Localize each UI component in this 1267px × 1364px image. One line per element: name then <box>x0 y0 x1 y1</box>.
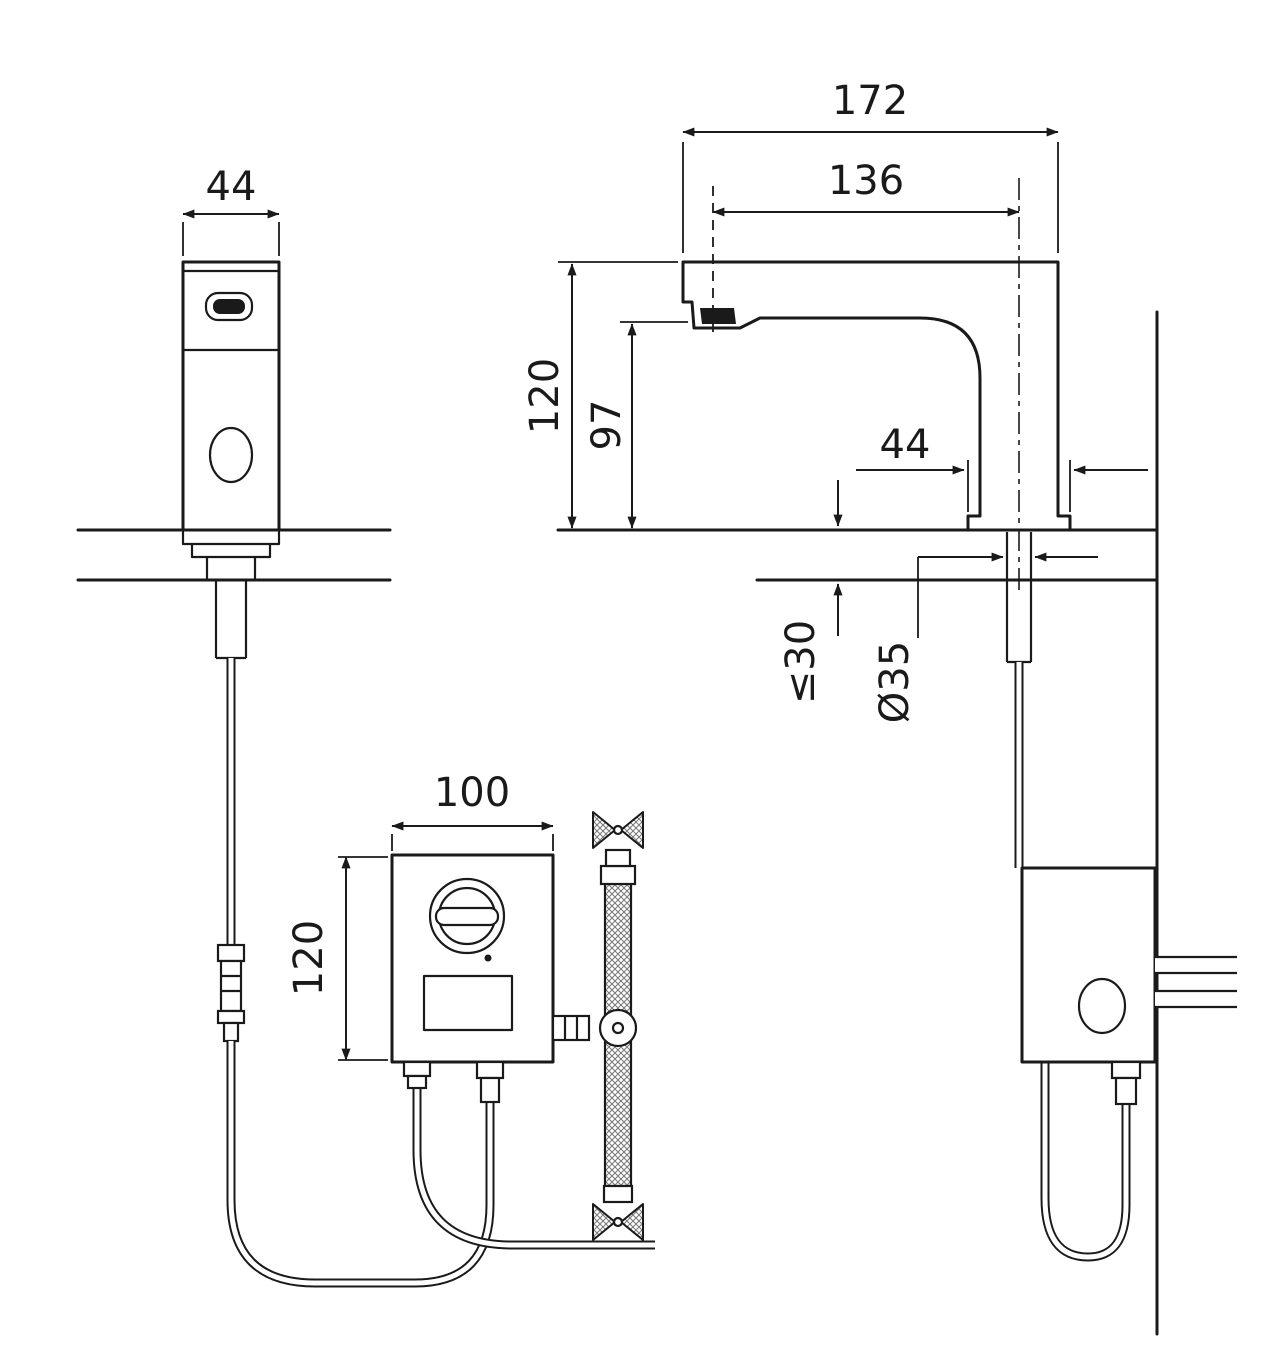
dim-box-width-label: 100 <box>434 770 510 816</box>
faucet-side-view: 172 136 120 97 <box>522 78 1159 1336</box>
control-box-side-view <box>1014 662 1237 1262</box>
loop-hose-inner <box>1042 1062 1129 1260</box>
dimension-deck-thickness: ≤30 <box>778 480 843 704</box>
indicator-dot <box>484 954 492 962</box>
cross-handle-top <box>620 811 644 849</box>
mounting-shaft-front <box>214 580 248 660</box>
dim-base-width-label: 44 <box>880 422 931 468</box>
control-box-outline <box>390 853 555 1064</box>
dial-outer <box>428 877 506 955</box>
aerator-front <box>204 291 254 322</box>
faucet-front-view: 44 <box>76 164 495 1288</box>
deck-front <box>76 528 392 582</box>
dim-front-width-label: 44 <box>206 164 257 210</box>
faucet-side-profile <box>681 260 1072 532</box>
dimension-box-height: 120 <box>286 856 388 1061</box>
cross-handle-bottom <box>592 1203 616 1241</box>
connector-segment <box>216 943 246 963</box>
dim-box-height-label: 120 <box>286 920 332 996</box>
supply-hose-front <box>216 658 495 1288</box>
battery-compartment <box>422 974 514 1032</box>
dim-deck-thickness-label: ≤30 <box>778 620 824 704</box>
dim-outlet-height-label: 97 <box>584 400 630 451</box>
stop-valve-assembly <box>551 811 644 1241</box>
hex-nipple <box>551 1014 591 1042</box>
control-box <box>390 853 555 1064</box>
hose-u-loop-outer <box>226 1041 495 1288</box>
dimension-front-width: 44 <box>182 164 280 256</box>
dim-overall-depth-label: 172 <box>832 78 908 124</box>
dimension-box-width: 100 <box>391 770 554 851</box>
escutcheon-step-1 <box>181 530 281 546</box>
dim-hole-diameter-label: Ø35 <box>872 641 918 723</box>
box-bottom-fittings <box>402 1060 505 1104</box>
valve-top-fitting <box>599 864 637 886</box>
faucet-side-outline <box>681 260 1072 532</box>
connector-segment <box>216 1009 246 1025</box>
sensor-window <box>208 426 254 484</box>
valve-bottom-fitting <box>602 1184 634 1204</box>
outlet-hose-inner <box>414 1088 655 1248</box>
pipe-fill <box>1155 957 1237 973</box>
fitting-segment <box>406 1074 428 1090</box>
fitting-segment <box>475 1060 505 1080</box>
fitting-segment <box>479 1076 501 1104</box>
valve-screw <box>611 1021 625 1035</box>
control-box-side-outline <box>1020 866 1157 1064</box>
dim-spout-projection-label: 136 <box>828 158 904 204</box>
escutcheon-front <box>181 530 281 660</box>
cross-handle-top <box>592 811 616 849</box>
hose-connector <box>216 943 246 1043</box>
dim-total-height-label: 120 <box>522 358 568 434</box>
escutcheon-step-3 <box>205 557 257 580</box>
dimension-hole-diameter: Ø35 <box>872 552 1098 723</box>
valve-top-fitting <box>604 848 632 868</box>
cross-handle-bottom <box>620 1203 644 1241</box>
box-side-knob <box>1077 977 1127 1035</box>
fitting-segment <box>1114 1076 1138 1106</box>
dimension-total-height: 120 <box>522 261 678 529</box>
cross-handle-hub <box>612 1216 624 1228</box>
fitting-segment <box>1110 1060 1142 1080</box>
dimension-base-width: 44 <box>856 422 1148 512</box>
shaft-lines <box>1005 532 1033 664</box>
control-box-front-view: 100 120 <box>286 770 655 1250</box>
faucet-front-body <box>181 260 281 532</box>
escutcheon-step-2 <box>190 544 272 559</box>
dimension-outlet-height: 97 <box>584 321 688 529</box>
connector-segment <box>222 1021 240 1043</box>
side-bottom-fittings <box>1110 1060 1142 1106</box>
loop-hose-outer <box>1040 1062 1131 1262</box>
aerator-side-slot <box>700 308 736 324</box>
aerator-front-slot <box>213 299 245 314</box>
hose-u-loop-inner <box>228 1041 493 1286</box>
valve-body <box>598 1008 638 1048</box>
mounting-shaft-side <box>1005 532 1033 664</box>
cross-handle-hub <box>612 824 624 836</box>
pipe-fill <box>1155 991 1237 1007</box>
dimension-overall-depth: 172 <box>682 78 1059 253</box>
wall-pipes <box>1155 955 1237 1009</box>
connector-segment <box>219 959 243 1013</box>
deck-side <box>556 528 1157 582</box>
fitting-segment <box>402 1060 432 1078</box>
dial-slot <box>434 906 500 927</box>
dimension-spout-projection: 136 <box>712 158 1020 592</box>
